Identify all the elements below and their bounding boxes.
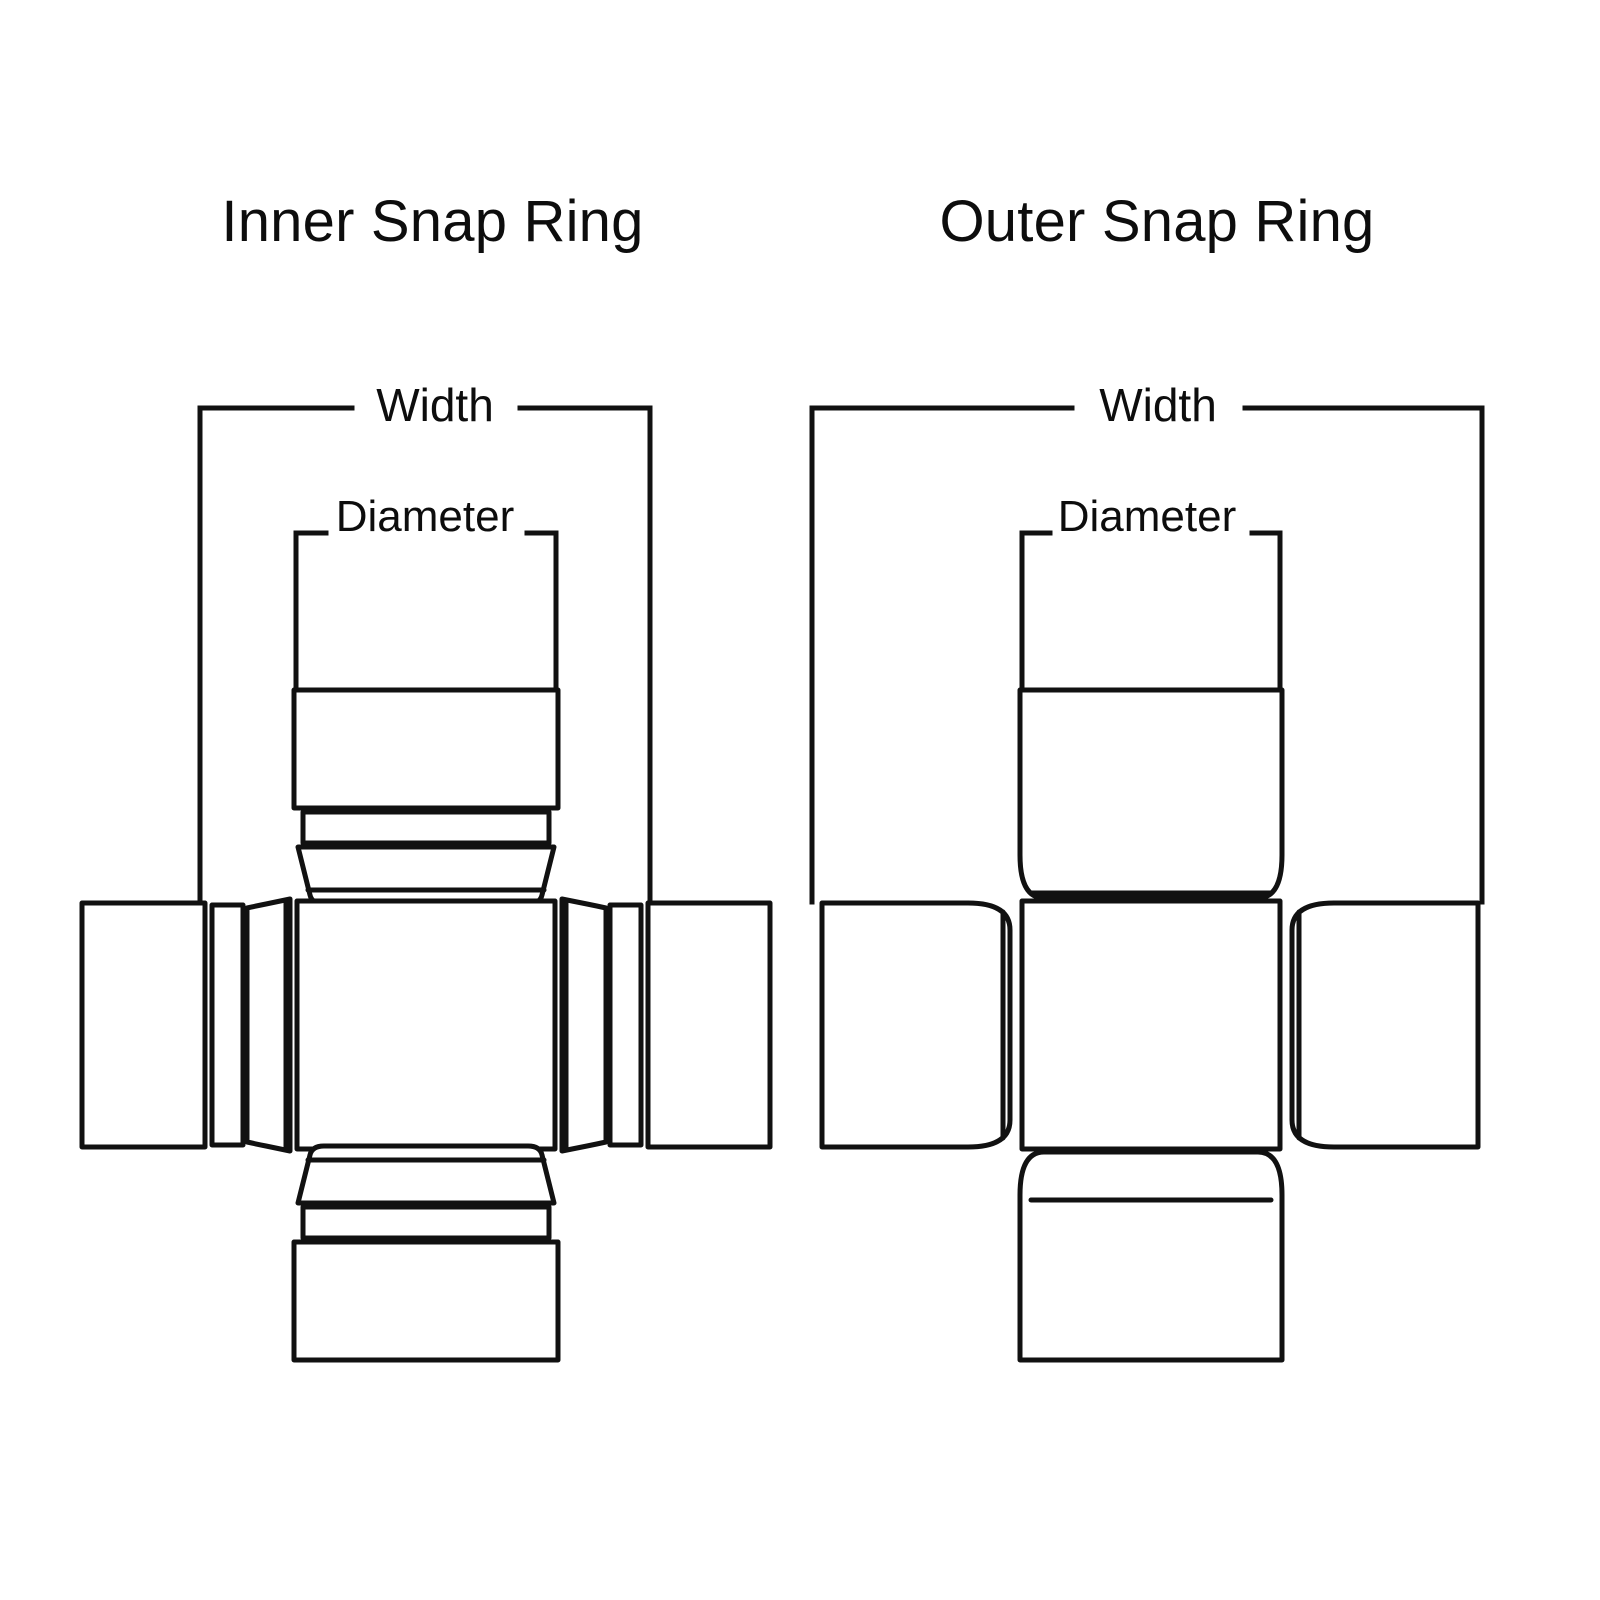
left-bearing-cap-inner <box>79 900 208 1150</box>
dim-label-diameter-outer: Diameter <box>1042 495 1252 539</box>
left-snap-ring-band-inner <box>209 902 246 1148</box>
dim-label-width-outer: Width <box>1078 382 1238 428</box>
outer-snap-ring-assembly <box>809 405 1485 1363</box>
bottom-cap-shoulder-inner <box>295 1143 557 1206</box>
diameter-dimension-outer <box>1019 530 1283 693</box>
top-snap-ring-band-inner <box>300 809 552 846</box>
right-snap-ring-band-inner <box>607 902 644 1148</box>
inner-snap-ring-assembly <box>79 405 773 1363</box>
panel-title-outer: Outer Snap Ring <box>939 189 1375 254</box>
width-dimension-outer <box>809 405 1485 905</box>
bottom-snap-ring-band-inner <box>300 1204 552 1241</box>
right-cap-shoulder-inner <box>559 896 609 1154</box>
cross-body-outer <box>1019 898 1283 1152</box>
bottom-bearing-cap-outer <box>1017 1149 1285 1363</box>
top-bearing-cap-inner <box>291 687 561 811</box>
dim-label-width-inner: Width <box>355 382 515 428</box>
bottom-bearing-cap-inner <box>291 1239 561 1363</box>
panel-title-inner: Inner Snap Ring <box>221 189 644 254</box>
right-bearing-cap-inner <box>645 900 773 1150</box>
top-cap-shoulder-inner <box>295 844 557 907</box>
left-bearing-cap-outer <box>819 900 1013 1150</box>
left-cap-shoulder-inner <box>244 896 293 1154</box>
diameter-dimension-inner <box>293 530 559 693</box>
dim-label-diameter-inner: Diameter <box>320 495 530 539</box>
width-dimension-inner <box>197 405 653 905</box>
right-bearing-cap-outer <box>1289 900 1481 1150</box>
top-bearing-cap-outer <box>1017 687 1285 901</box>
cross-body-inner <box>294 898 558 1152</box>
